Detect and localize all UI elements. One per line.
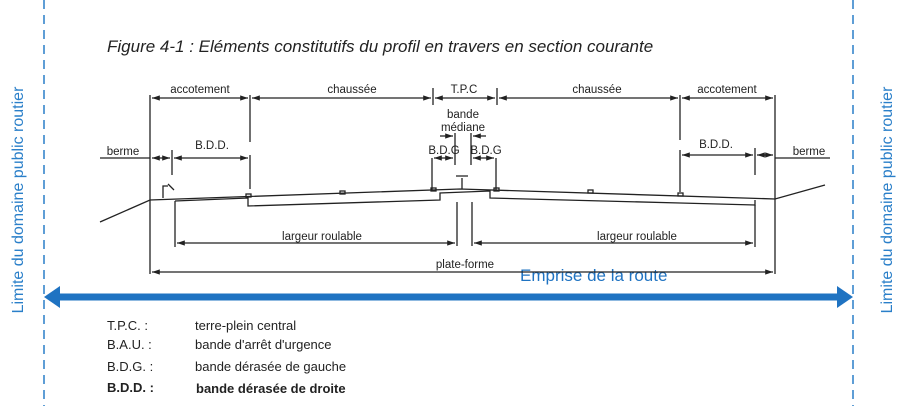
terrain-surface-line	[99, 184, 826, 223]
legend-desc-bdd: bande dérasée de droite	[196, 381, 346, 396]
median-barrier-icon	[456, 175, 468, 189]
label-bdd-right: B.D.D.	[699, 139, 733, 151]
side-barrier-icon	[162, 183, 175, 198]
label-tpc: T.P.C	[451, 84, 478, 96]
figure-title: Figure 4-1 : Eléments constitutifs du pr…	[107, 37, 653, 56]
emprise-label: Emprise de la route	[520, 266, 667, 285]
legend-desc-bau: bande d'arrêt d'urgence	[195, 337, 332, 352]
label-berme-left: berme	[107, 146, 140, 158]
label-bdg-left: B.D.G	[428, 145, 459, 157]
label-chaussee-right: chaussée	[572, 84, 621, 96]
label-bande: bande	[447, 109, 479, 121]
legend-desc-tpc: terre-plein central	[195, 318, 297, 333]
label-berme-right: berme	[793, 146, 826, 158]
label-accotement-left: accotement	[170, 84, 230, 96]
label-plate-forme: plate-forme	[436, 259, 494, 271]
legend-abbr-tpc: T.P.C. :	[107, 318, 148, 333]
legend-abbr-bau: B.A.U. :	[107, 337, 152, 352]
label-largeur-roulable-right: largeur roulable	[597, 231, 677, 243]
legend-abbr-bdg: B.D.G. :	[107, 359, 154, 374]
label-bdg-right: B.D.G	[470, 145, 501, 157]
label-largeur-roulable-left: largeur roulable	[282, 231, 362, 243]
label-chaussee-left: chaussée	[327, 84, 376, 96]
dimension-lines	[100, 95, 830, 275]
emprise-arrow-left-head	[44, 286, 60, 308]
legend-desc-bdg: bande dérasée de gauche	[195, 359, 347, 374]
lane-markers	[245, 187, 684, 198]
left-limit-label: Limite du domaine public routier	[10, 86, 27, 313]
road-profile	[99, 88, 830, 275]
right-limit-label: Limite du domaine public routier	[879, 86, 896, 313]
legend-abbr-bdd: B.D.D. :	[107, 380, 154, 395]
label-mediane: médiane	[441, 122, 485, 134]
extension-lines	[149, 88, 776, 274]
emprise-arrow-right-head	[837, 286, 853, 308]
label-bdd-left: B.D.D.	[195, 140, 229, 152]
pavement-structure-line	[174, 190, 756, 207]
label-accotement-right: accotement	[697, 84, 757, 96]
